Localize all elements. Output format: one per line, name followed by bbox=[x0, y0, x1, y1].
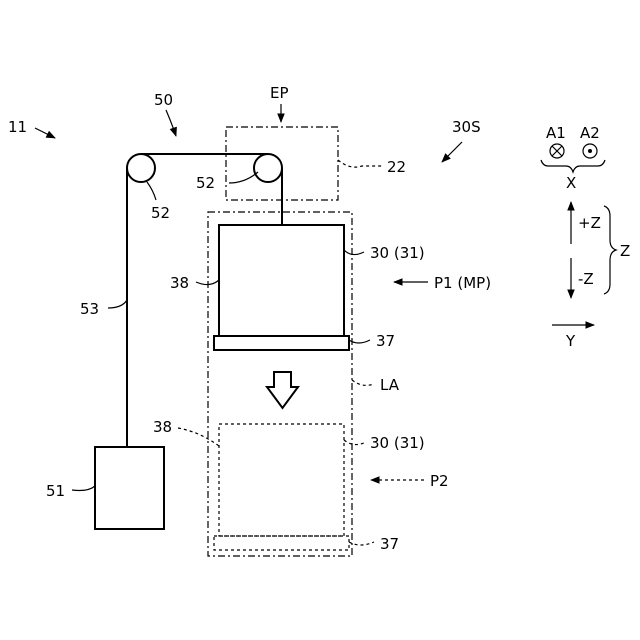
plate-upper-37 bbox=[214, 336, 349, 350]
weight-51 bbox=[95, 447, 164, 529]
label-52-left: 52 bbox=[151, 204, 170, 222]
leader-51 bbox=[72, 486, 95, 491]
leader-52-right bbox=[229, 172, 258, 183]
label-plus-z: +Z bbox=[578, 214, 601, 232]
label-22: 22 bbox=[387, 158, 406, 176]
label-38-top: 38 bbox=[170, 274, 189, 292]
left-pulley bbox=[127, 154, 155, 182]
label-p1: P1 (MP) bbox=[434, 274, 491, 292]
pulley-system bbox=[127, 154, 282, 447]
leader-22 bbox=[338, 160, 384, 167]
right-pulley bbox=[254, 154, 282, 182]
block-lower bbox=[219, 424, 344, 536]
z-brace bbox=[604, 206, 616, 294]
leader-block-bottom bbox=[344, 440, 366, 445]
label-11: 11 bbox=[8, 118, 27, 136]
block-upper bbox=[219, 225, 344, 336]
move-down-arrow bbox=[267, 372, 298, 408]
axis-legend bbox=[541, 144, 616, 325]
label-52-right: 52 bbox=[196, 174, 215, 192]
leader-52-left bbox=[147, 182, 156, 200]
label-y: Y bbox=[565, 332, 576, 350]
leader-53 bbox=[108, 300, 127, 308]
label-37-top: 37 bbox=[376, 332, 395, 350]
label-la: LA bbox=[380, 376, 400, 394]
label-p2: P2 bbox=[430, 472, 449, 490]
leader-11 bbox=[35, 128, 55, 138]
label-block-bottom: 30 (31) bbox=[370, 434, 425, 452]
label-ep: EP bbox=[270, 84, 289, 102]
label-53: 53 bbox=[80, 300, 99, 318]
leader-37-bottom bbox=[349, 542, 374, 545]
la-frame bbox=[208, 212, 352, 556]
label-minus-z: -Z bbox=[578, 270, 594, 288]
label-50: 50 bbox=[154, 91, 173, 109]
label-37-bottom: 37 bbox=[380, 535, 399, 553]
label-x: X bbox=[566, 174, 576, 192]
labels: 11 50 EP 52 52 22 30S A1 A2 X +Z -Z Z Y … bbox=[8, 84, 630, 553]
leader-30s bbox=[442, 142, 462, 162]
leader-la bbox=[352, 380, 374, 385]
leader-block-top bbox=[344, 250, 364, 255]
label-a2: A2 bbox=[580, 124, 600, 142]
label-z: Z bbox=[620, 242, 630, 260]
x-brace bbox=[541, 160, 605, 172]
label-51: 51 bbox=[46, 482, 65, 500]
label-38-bottom: 38 bbox=[153, 418, 172, 436]
label-30s: 30S bbox=[452, 118, 481, 136]
plate-lower-37 bbox=[214, 536, 349, 550]
label-block-top: 30 (31) bbox=[370, 244, 425, 262]
leader-50 bbox=[166, 110, 176, 136]
label-a1: A1 bbox=[546, 124, 566, 142]
leader-38-bottom bbox=[178, 428, 219, 446]
